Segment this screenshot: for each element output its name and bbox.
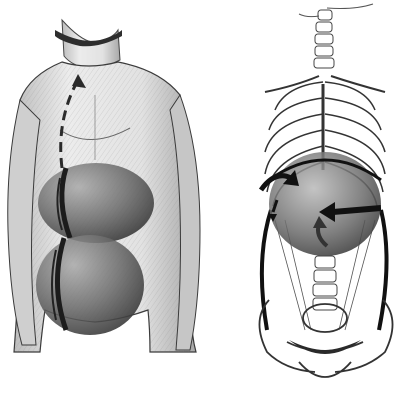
abdominal-sphere [269,152,381,256]
abdominal-wall [262,210,271,330]
abdominal-wall [379,210,387,330]
torso-figure [0,0,215,396]
skeleton-figure [215,0,406,396]
pelvis [259,300,392,377]
lower-sphere [36,235,144,335]
upper-sphere [38,163,154,243]
pelvic-floor [289,340,361,354]
lumbar-spine [313,256,337,310]
cervical-spine [299,4,373,68]
